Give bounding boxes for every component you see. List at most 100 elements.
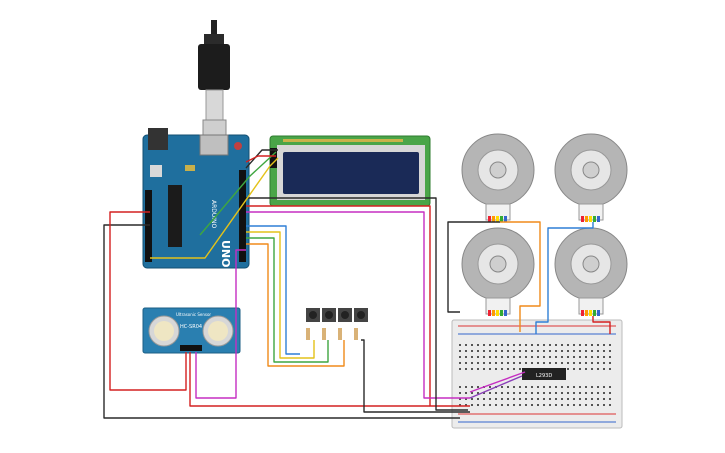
breadboard-hole [501, 350, 503, 352]
breadboard-hole [489, 404, 491, 406]
breadboard-hole [507, 368, 509, 370]
push-button-3[interactable] [338, 308, 352, 322]
breadboard-hole [483, 362, 485, 364]
wire-lcd-green [199, 151, 277, 236]
breadboard-hole [603, 362, 605, 364]
breadboard-hole [501, 392, 503, 394]
wire-lcd-yellow [150, 157, 279, 259]
breadboard-hole [465, 398, 467, 400]
breadboard-hole [609, 344, 611, 346]
breadboard-hole [561, 386, 563, 388]
breadboard-hole [555, 386, 557, 388]
breadboard-hole [459, 398, 461, 400]
motor-driver-ic[interactable] [522, 368, 566, 380]
arduino-uno-board[interactable]: UNO ARDUINO [142, 128, 250, 269]
breadboard-hole [609, 356, 611, 358]
breadboard-hole [459, 392, 461, 394]
breadboard-hole [477, 356, 479, 358]
breadboard-hole [573, 392, 575, 394]
breadboard-hole [555, 398, 557, 400]
breadboard-hole [489, 356, 491, 358]
breadboard-hole [585, 350, 587, 352]
breadboard-hole [549, 350, 551, 352]
wire-motor-orange [500, 221, 541, 332]
power-jack [148, 128, 168, 150]
breadboard-hole [513, 344, 515, 346]
breadboard-hole [465, 362, 467, 364]
microcontroller-chip [168, 185, 182, 247]
breadboard-hole [543, 398, 545, 400]
breadboard-hole [459, 386, 461, 388]
reset-button-icon[interactable] [234, 142, 242, 150]
breadboard-hole [465, 386, 467, 388]
breadboard-hole [495, 350, 497, 352]
wire-motor-blue [535, 222, 594, 334]
breadboard-hole [495, 404, 497, 406]
breadboard-hole [501, 398, 503, 400]
breadboard-hole [471, 356, 473, 358]
breadboard-hole [597, 404, 599, 406]
breadboard-hole [573, 350, 575, 352]
push-button-2[interactable] [322, 308, 336, 322]
wires [103, 149, 611, 419]
breadboard-hole [459, 368, 461, 370]
breadboard-hole [585, 392, 587, 394]
breadboard-hole [567, 386, 569, 388]
breadboard-hole [507, 362, 509, 364]
servo-motor-4[interactable] [554, 227, 628, 316]
breadboard-hole [513, 356, 515, 358]
breadboard[interactable]: L293D [451, 319, 623, 429]
wire-motor-red [592, 316, 611, 334]
push-button-4[interactable] [354, 308, 368, 322]
breadboard-hole [597, 398, 599, 400]
breadboard-hole [477, 362, 479, 364]
breadboard-hole [489, 368, 491, 370]
breadboard-hole [519, 404, 521, 406]
breadboard-hole [555, 344, 557, 346]
breadboard-hole [567, 404, 569, 406]
breadboard-hole [507, 404, 509, 406]
breadboard-hole [573, 344, 575, 346]
wire-purple-2 [469, 371, 526, 393]
breadboard-hole [537, 392, 539, 394]
usb-port [199, 134, 229, 156]
push-button-1[interactable] [306, 308, 320, 322]
breadboard-hole [597, 368, 599, 370]
breadboard-hole [513, 392, 515, 394]
arduino-brand-label: UNO [219, 240, 232, 268]
breadboard-hole [561, 350, 563, 352]
wire-yellow [246, 231, 315, 359]
breadboard-hole [531, 362, 533, 364]
wire-black-2 [246, 197, 468, 411]
breadboard-hole [495, 362, 497, 364]
lcd-16x2-display[interactable] [269, 135, 431, 207]
breadboard-hole [579, 368, 581, 370]
servo-motor-1[interactable] [461, 133, 535, 222]
breadboard-hole [579, 362, 581, 364]
breadboard-hole [555, 404, 557, 406]
breadboard-hole [537, 398, 539, 400]
breadboard-hole [459, 404, 461, 406]
breadboard-hole [567, 350, 569, 352]
breadboard-hole [573, 356, 575, 358]
breadboard-hole [549, 404, 551, 406]
wire-red-power [246, 205, 470, 407]
breadboard-hole [543, 344, 545, 346]
breadboard-hole [519, 392, 521, 394]
breadboard-hole [543, 404, 545, 406]
breadboard-hole [525, 392, 527, 394]
breadboard-hole [507, 356, 509, 358]
breadboard-hole [483, 404, 485, 406]
breadboard-hole [459, 362, 461, 364]
servo-motor-2[interactable] [554, 133, 628, 222]
breadboard-hole [531, 344, 533, 346]
breadboard-hole [465, 404, 467, 406]
ultrasonic-sensor[interactable]: Ultrasonic Sensor HC-SR04 [142, 307, 241, 354]
arduino-maker-label: ARDUINO [210, 200, 217, 229]
breadboard-hole [531, 386, 533, 388]
servo-motor-3[interactable] [461, 227, 535, 316]
breadboard-hole [609, 368, 611, 370]
wire-lcd-black [245, 149, 278, 169]
breadboard-hole [549, 392, 551, 394]
